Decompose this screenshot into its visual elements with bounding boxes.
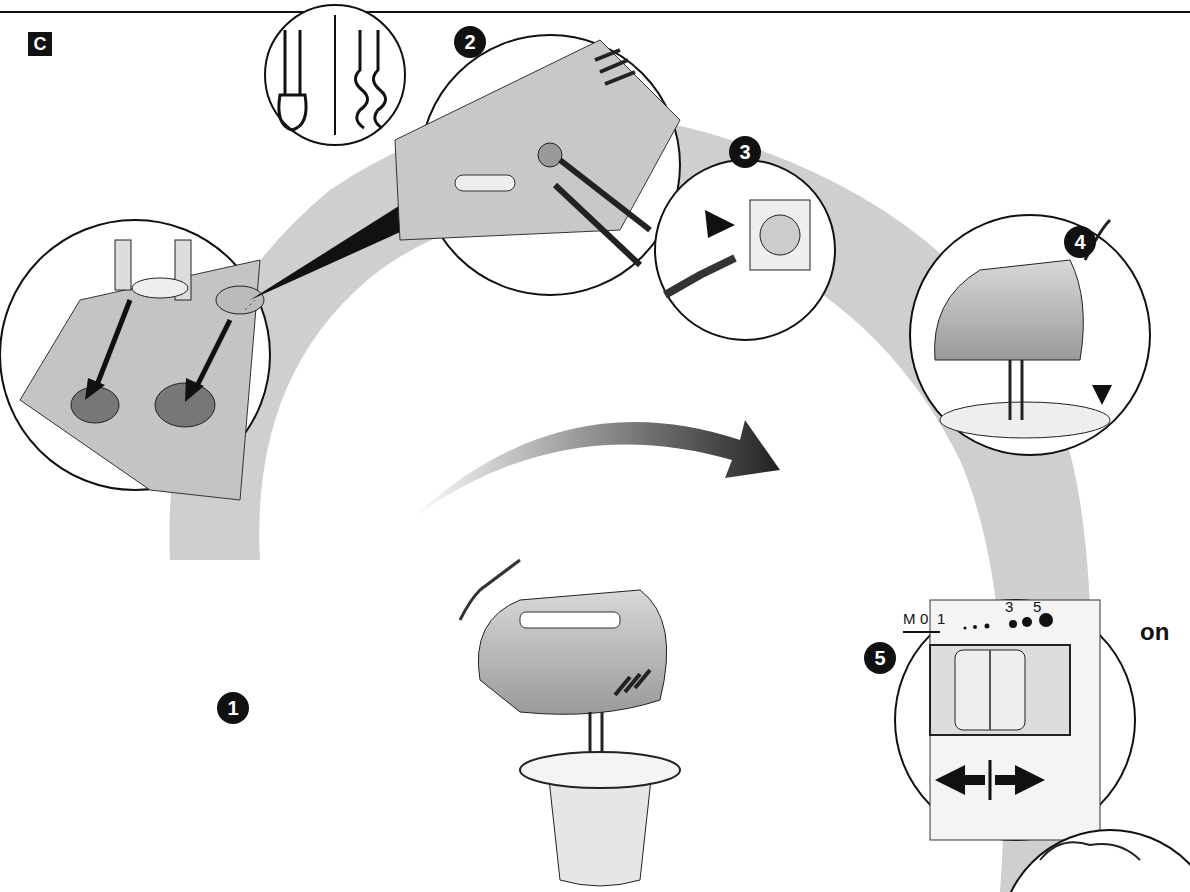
sequence-arrow <box>410 420 780 520</box>
speed-scale-label: M <box>903 610 916 627</box>
callout-circle: 5 <box>864 642 896 674</box>
detail-switch <box>895 600 1135 840</box>
callout-number: 3 <box>739 141 750 164</box>
detail-lower <box>910 215 1150 455</box>
callout-circle: 2 <box>454 26 486 58</box>
mixer-in-bowl <box>460 560 680 886</box>
speed-scale-label: 5 <box>1033 598 1041 615</box>
detail-tools <box>265 5 405 145</box>
callout-circle: 4 <box>1064 226 1096 258</box>
detail-mixer-sockets <box>395 35 680 295</box>
callout-circle: 1 <box>217 692 249 724</box>
speed-scale-label: 3 <box>1005 598 1013 615</box>
callout-circle: 3 <box>729 136 761 168</box>
detail-plug <box>655 160 835 340</box>
section-letter: C <box>34 34 47 55</box>
callout-number: 4 <box>1074 231 1085 254</box>
speed-scale-label: 0 <box>920 610 928 627</box>
state-label: on <box>1140 618 1169 646</box>
detail-next <box>1000 830 1190 892</box>
speed-scale-label: 1 <box>937 610 945 627</box>
callout-number: 1 <box>227 697 238 720</box>
top-rule <box>0 11 1190 13</box>
callout-number: 2 <box>464 31 475 54</box>
callout-number: 5 <box>874 647 885 670</box>
detail-insert <box>0 220 270 500</box>
section-letter-box: C <box>28 32 52 56</box>
